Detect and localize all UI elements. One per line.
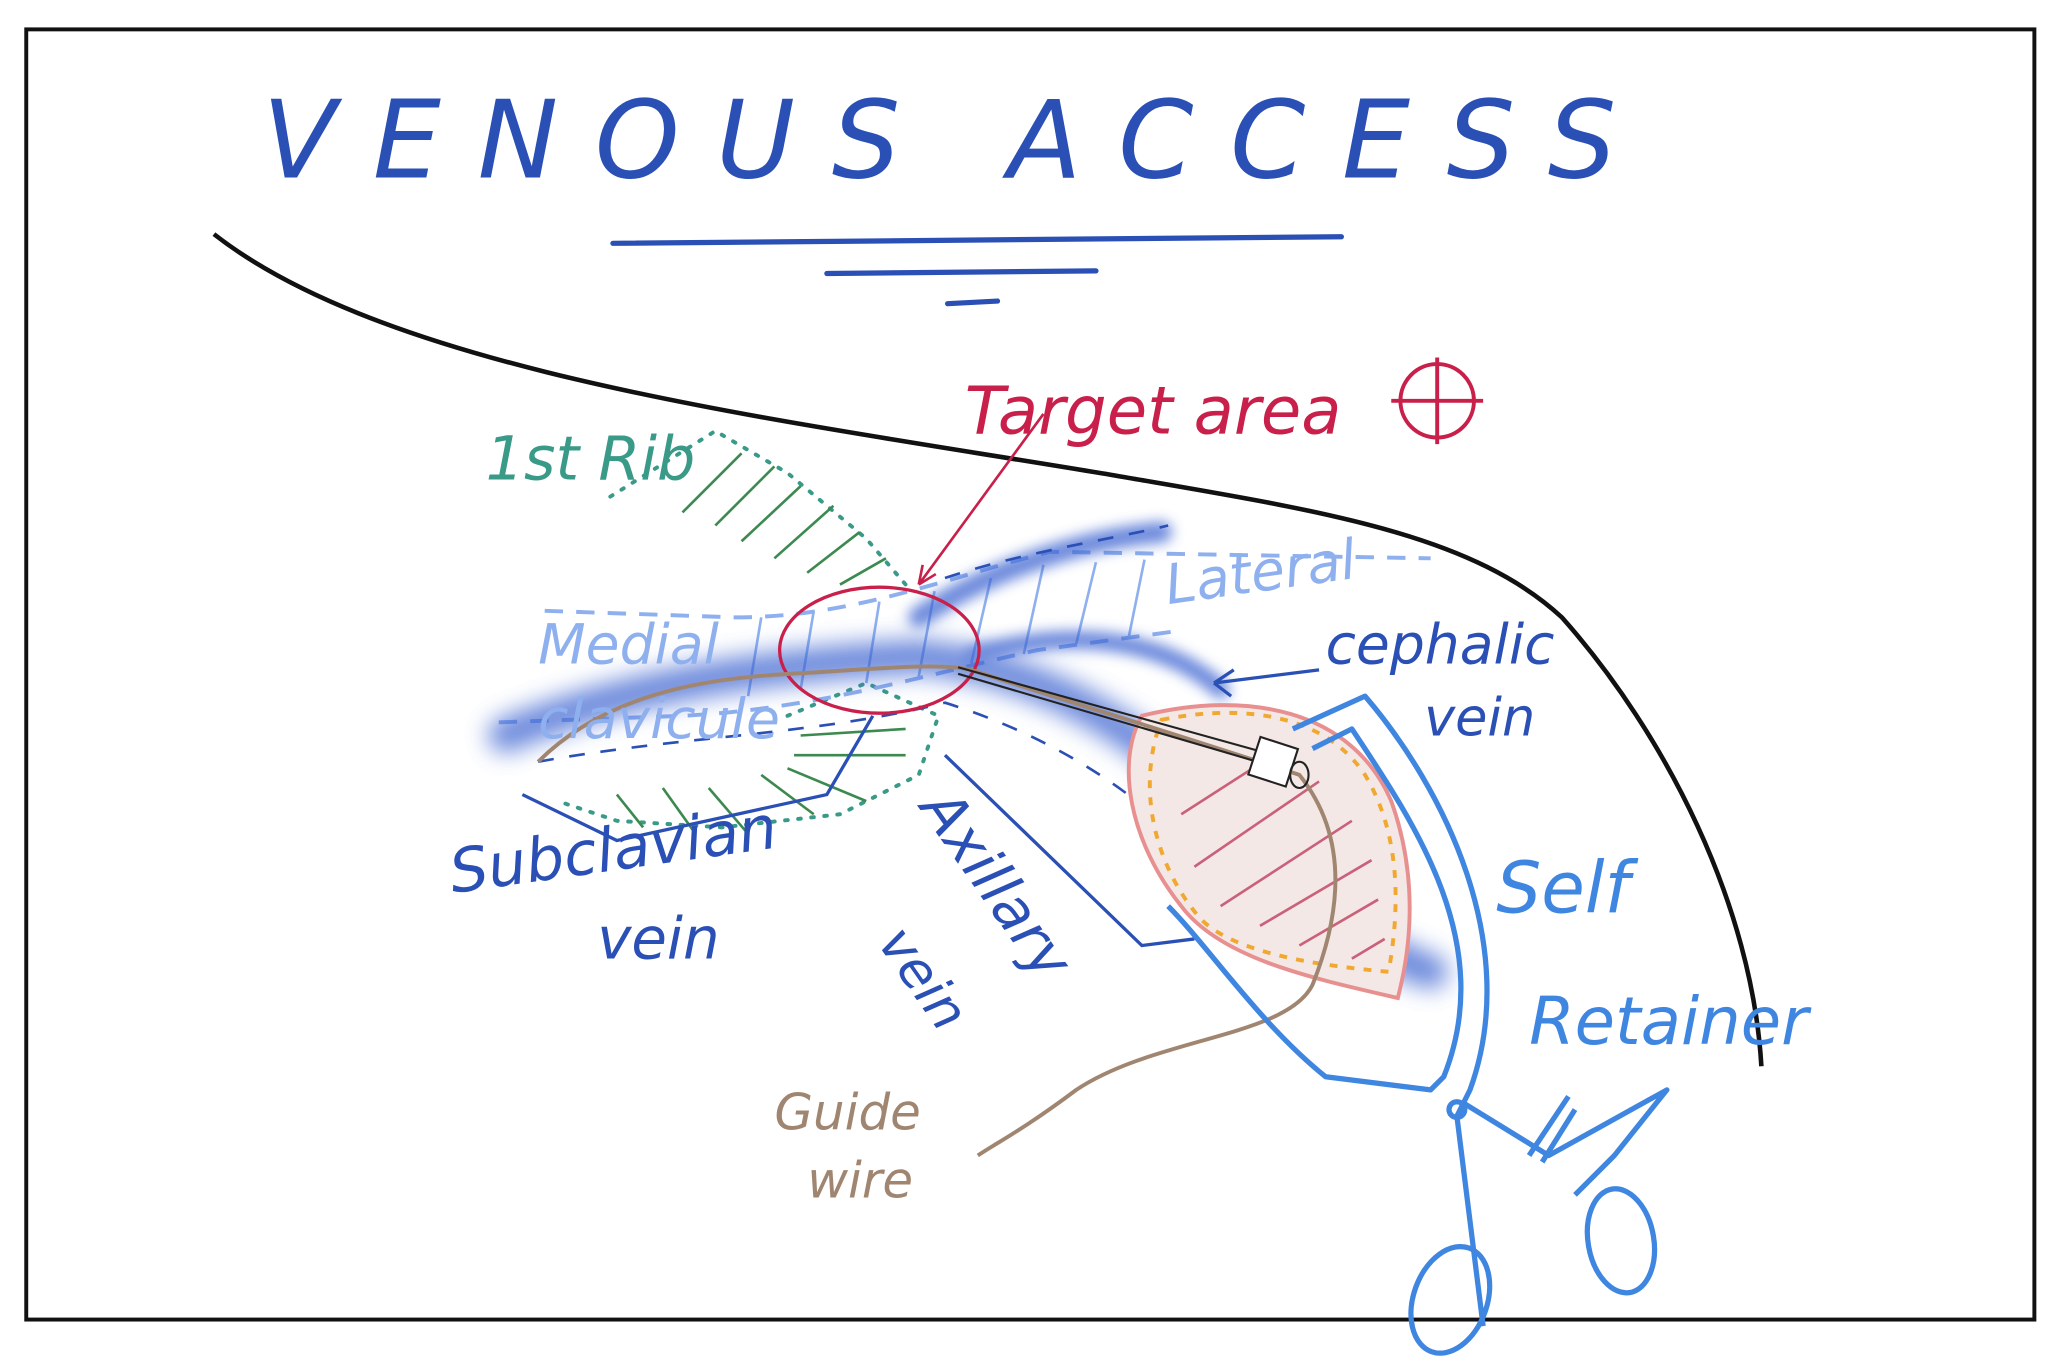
label-retainer: Retainer <box>1529 984 1812 1060</box>
frame-border <box>24 27 2037 1322</box>
label-target-area: Target area <box>965 374 1342 450</box>
self-retainer <box>1166 693 1670 1356</box>
axillary-vein-outline <box>521 714 1195 948</box>
label-first-rib: 1st Rib <box>486 425 696 495</box>
incision-wound <box>1126 703 1412 1001</box>
label-axillary-vein: vein <box>866 915 980 1041</box>
label-guide: Guide <box>774 1083 920 1141</box>
label-wire: wire <box>807 1152 913 1210</box>
label-clavicule: clavicule <box>538 687 780 751</box>
cephalic-arrow <box>1213 668 1320 698</box>
needle-syringe <box>957 666 1310 790</box>
label-self: Self <box>1496 847 1638 930</box>
label-lateral: Lateral <box>1161 527 1360 617</box>
label-medial: Medial <box>538 612 720 676</box>
label-cephalic: cephalic <box>1326 612 1555 676</box>
label-cephalic-vein: vein <box>1424 688 1535 749</box>
first-rib <box>555 428 941 835</box>
label-subclavian: Subclavian <box>445 793 781 908</box>
label-subclavian-vein: vein <box>597 905 719 973</box>
page-title: VENOUS ACCESS <box>263 79 1654 204</box>
target-area-circle <box>777 585 981 715</box>
body-outline <box>212 232 1764 1067</box>
title-underlines <box>610 234 1344 307</box>
target-arrow <box>917 413 1045 586</box>
crosshair-icon <box>1391 357 1484 445</box>
